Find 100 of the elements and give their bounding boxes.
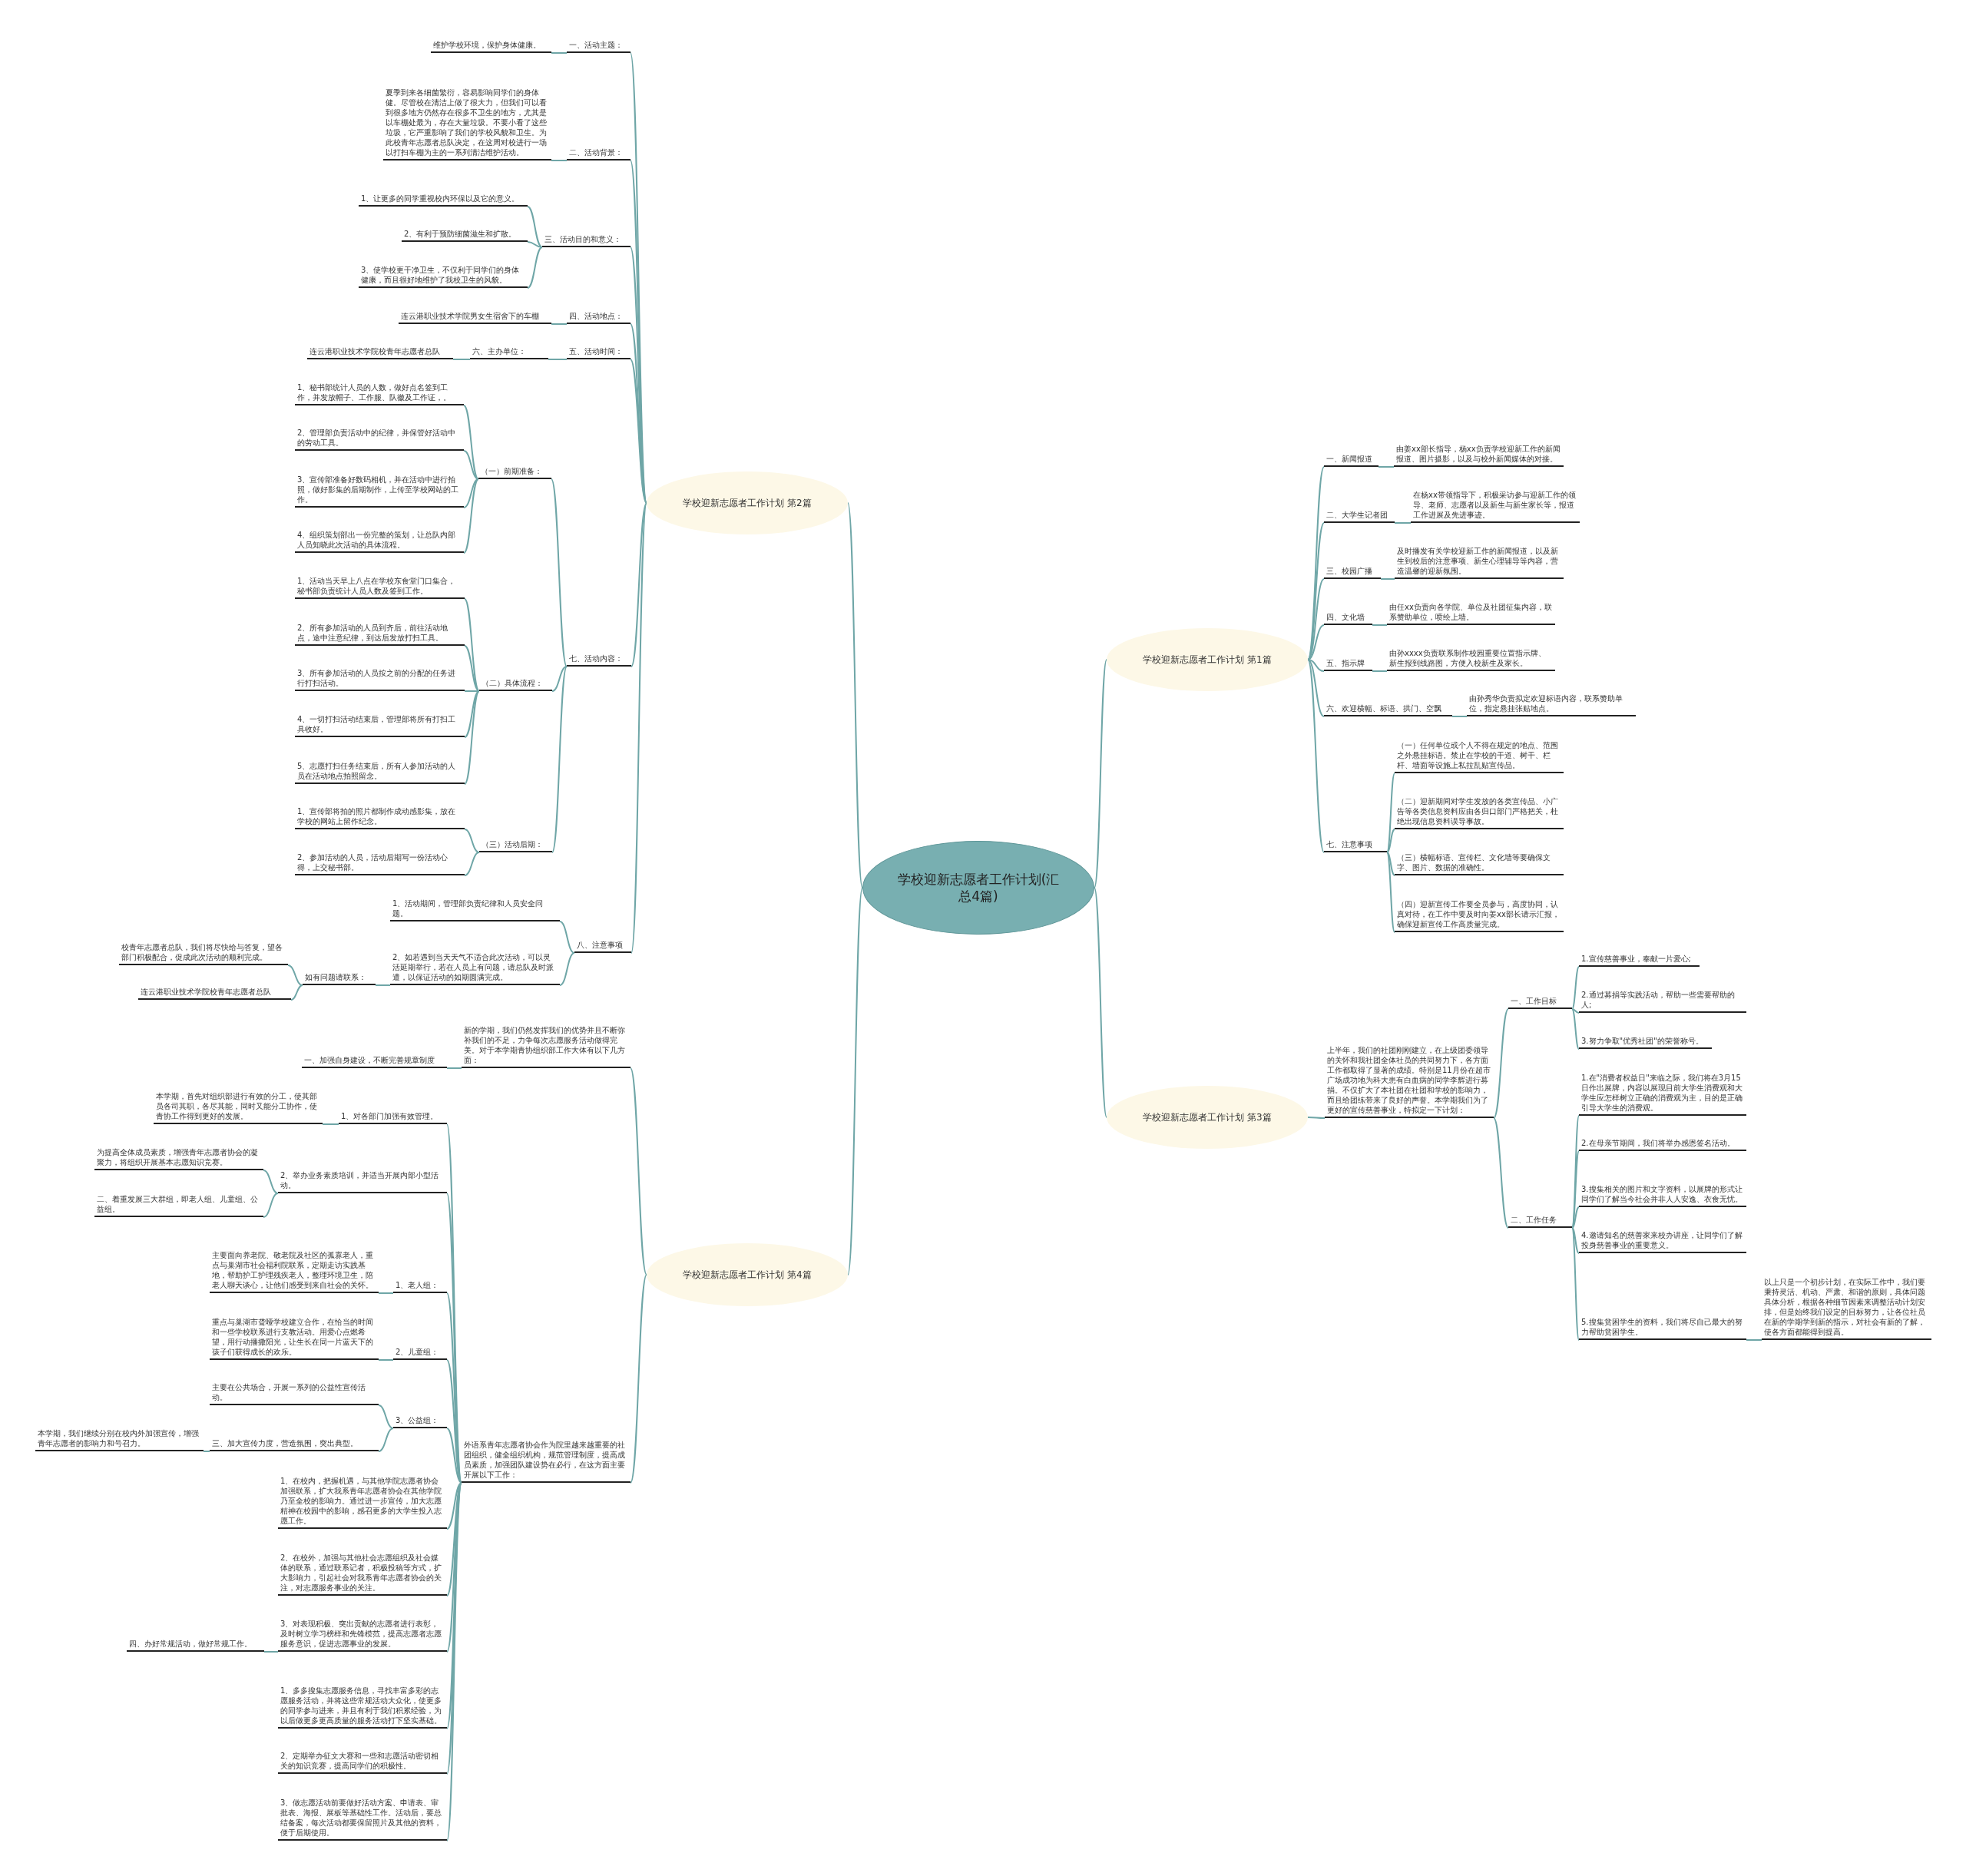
underlined-topic: 1、老人组： [393, 1280, 447, 1293]
connector-line [378, 1428, 394, 1452]
connector-line [464, 645, 480, 692]
connector-line [1493, 1008, 1509, 1119]
connector-line [378, 1359, 394, 1361]
underlined-topic: 主要面向养老院、敬老院及社区的孤寡老人，重点与巢湖市社会福利院联系，定期走访实践基地，帮助护工护理残疾老人，整理环境卫生，陪老人聊天谈心，让他们感受到来自社会的关怀。 [210, 1250, 379, 1293]
connector-line [630, 359, 647, 504]
connector-line [630, 1274, 647, 1484]
connector-line [203, 1451, 210, 1452]
underlined-topic: 2.通过募捐等实践活动，帮助一些需要帮助的人; [1579, 990, 1746, 1013]
underlined-topic: 主要在公共场合，开展一系列的公益性宣传活动。 [210, 1382, 379, 1405]
central-topic: 学校迎新志愿者工作计划(汇总4篇) [862, 841, 1094, 935]
underlined-topic: 如有问题请联系： [303, 972, 376, 985]
connector-line [551, 323, 568, 325]
connector-line [446, 1292, 462, 1484]
underlined-topic: 七、注意事项 [1324, 839, 1387, 852]
connector-line [463, 478, 479, 508]
underlined-topic: 二、工作任务 [1508, 1215, 1572, 1228]
connector-line [551, 52, 568, 54]
connector-line [464, 829, 480, 853]
connector-line [464, 852, 480, 876]
connector-line [290, 984, 303, 1001]
underlined-topic: 四、办好常规活动，做好常规工作。 [127, 1639, 264, 1652]
underlined-topic: 四、文化墙 [1324, 612, 1372, 625]
underlined-topic: 2、管理部负责活动中的纪律，并保管好活动中的劳动工具。 [295, 428, 464, 451]
underlined-topic: 3.努力争取"优秀社团"的荣誉称号。 [1579, 1036, 1712, 1049]
connector-line [527, 206, 543, 248]
underlined-topic: 为提高全体成员素质，增强青年志愿者协会的凝聚力，将组织开展基本志愿知识竞赛。 [94, 1147, 263, 1170]
underlined-topic: 2、定期举办征文大赛和一些和志愿活动密切相关的知识竞赛，提高同学们的积极性。 [278, 1751, 447, 1774]
connector-line [551, 666, 568, 692]
underlined-topic: 连云港职业技术学院校青年志愿者总队 [307, 346, 453, 359]
underlined-topic: 七、活动内容： [567, 653, 631, 667]
connector-line [1571, 1227, 1580, 1254]
underlined-topic: 维护学校环境，保护身体健康。 [431, 40, 551, 53]
connector-line [1571, 966, 1580, 1010]
connector-line [1307, 578, 1325, 660]
connector-line [378, 1292, 394, 1294]
connector-line [463, 450, 479, 480]
connector-line [1451, 716, 1468, 717]
underlined-topic: 2、如若遇到当天天气不适合此次活动，可以灵活延期举行，若在人员上有问题，请总队及时派遣，以保证活动的如期圆满完成。 [390, 952, 560, 985]
connector-line [551, 666, 568, 853]
branch-topic: 学校迎新志愿者工作计划 第4篇 [647, 1243, 848, 1306]
connector-line [463, 478, 479, 554]
underlined-topic: 在杨xx带领指导下，积极采访参与迎新工作的领导、老师、志愿者以及新生与新生家长等，报道工作进展及先进事迹。 [1411, 490, 1580, 523]
branch-topic: 学校迎新志愿者工作计划 第3篇 [1107, 1086, 1308, 1149]
connector-line [1386, 852, 1395, 933]
underlined-topic: 一、加强自身建设，不断完善规章制度 [302, 1055, 447, 1068]
underlined-topic: 2.在母亲节期间，我们将举办感恩签名活动。 [1579, 1138, 1746, 1151]
underlined-topic: 1、活动期间，管理部负责纪律和人员安全问题。 [390, 898, 560, 921]
underlined-topic: （二）迎新期间对学生发放的各类宣传品、小广告等各类信息资料应由各归口部门严格把关，杜绝出现信息资料误导事故。 [1395, 796, 1564, 829]
connector-line [527, 241, 543, 248]
connector-line [446, 1482, 462, 1530]
connector-line [1394, 522, 1412, 524]
underlined-topic: 2、儿童组： [393, 1347, 447, 1360]
connector-line [446, 1067, 462, 1069]
connector-line [1307, 1117, 1326, 1119]
connector-line [1307, 659, 1325, 717]
underlined-topic: 二、活动背景： [567, 147, 631, 160]
branch-topic: 学校迎新志愿者工作计划 第2篇 [647, 471, 848, 534]
connector-line [630, 1067, 647, 1275]
underlined-topic: 上半年，我们的社团刚刚建立，在上级团委领导的关怀和我社团全体社员的共同努力下，各方面工作都取得了显著的成绩。特别是11月份在超市广场成功地为科大患有白血病的同学李辉进行募捐。不仅扩大了本社团在社团和学校的影响力，而且给团练带来了良好的声誉。本学期我们为了更好的宣传慈善事业，特拟定一下计划： [1325, 1045, 1494, 1118]
underlined-topic: 夏季到来各细菌繁衍，容易影响同学们的身体健。尽管校在清洁上做了很大力，但我们可以看到很多地方仍然存在很多不卫生的地方，尤其是以车棚处最为，存在大量垃圾。不要小看了这些垃圾，它严重影响了我们的学校风貌和卫生。为此校青年志愿者总队决定，在这周对校进行一场以打扫车棚为主的一系列清洁维护活动。 [383, 88, 551, 160]
connector-line [446, 1482, 462, 1841]
underlined-topic: 4.邀请知名的慈善家来校办讲座，让同学们了解投身慈善事业的重要意义。 [1579, 1230, 1746, 1253]
underlined-topic: 三、活动目的和意义： [542, 234, 631, 247]
connector-line [464, 690, 480, 785]
connector-line [527, 246, 543, 289]
connector-line [1571, 1227, 1580, 1341]
connector-line [551, 478, 568, 667]
underlined-topic: 三、加大宣传力度，营造氛围，突出典型。 [210, 1438, 379, 1451]
connector-line [1380, 578, 1395, 580]
connector-line [322, 1123, 339, 1125]
connector-line [1571, 1008, 1580, 1014]
underlined-topic: 二、大学生记者团 [1324, 510, 1395, 523]
underlined-topic: 一、工作目标 [1508, 996, 1572, 1009]
underlined-topic: 1、在校内，把握机遇，与其他学院志愿者协会加强联系，扩大我系青年志愿者协会在其他学院乃至全校的影响力。通过进一步宣传，加大志愿精神在校园中的影响，感召更多的大学生投入志愿工作。 [278, 1476, 447, 1529]
underlined-topic: 三、校园广播 [1324, 566, 1381, 579]
connector-line [375, 984, 391, 986]
underlined-topic: 由孙秀华负责拟定欢迎标语内容，联系赞助单位，指定悬挂张贴地点。 [1467, 693, 1636, 716]
underlined-topic: 以上只是一个初步计划，在实际工作中，我们要秉持灵活、机动、严肃、和谐的原则，具体问题具体分析，根据各种细节因素来调整活动计划安排，但是始终我们设定的目标努力，让各位社员在新的学期学到新的指示，对社会有新的了解，使各方面都能得到提高。 [1762, 1277, 1931, 1340]
underlined-topic: 1、对各部门加强有效管理。 [339, 1111, 447, 1124]
connector-line [1307, 624, 1325, 660]
connector-line [287, 964, 303, 986]
underlined-topic: 2、举办业务素质培训，并适当开展内部小型活动。 [278, 1170, 447, 1193]
connector-line [559, 921, 575, 954]
connector-line [551, 160, 568, 161]
underlined-topic: 六、主办单位： [470, 346, 548, 359]
underlined-topic: 重点与巢湖市聋哑学校建立合作，在恰当的时间和一些学校联系进行支教活动。用爱心点燃希望，用行动播撒阳光，让生长在同一片蓝天下的孩子们获得成长的欢乐。 [210, 1317, 379, 1360]
connector-line [446, 1428, 462, 1484]
connector-line [263, 1651, 279, 1653]
underlined-topic: 1、秘书部统计人员的人数，做好点名签到工作，并发放帽子、工作服、队徽及工作证，。 [295, 382, 464, 405]
connector-line [1493, 1117, 1509, 1229]
connector-line [1571, 1150, 1580, 1229]
connector-line [464, 598, 480, 692]
underlined-topic: 3.搜集相关的图片和文字资料，以展牌的形式让同学们了解当今社会并非人人安逸、衣食无忧。 [1579, 1184, 1746, 1207]
underlined-topic: 五、指示牌 [1324, 658, 1372, 671]
underlined-topic: （二）具体流程： [479, 678, 552, 691]
connector-line [1372, 624, 1388, 626]
connector-line [463, 405, 479, 480]
underlined-topic: 外语系青年志愿者协会作为院里越来越重要的社团组织，健全组织机构，规范管理制度，提高成员素质，加强团队建设势在必行，在这方面主要开展以下工作： [462, 1440, 631, 1483]
